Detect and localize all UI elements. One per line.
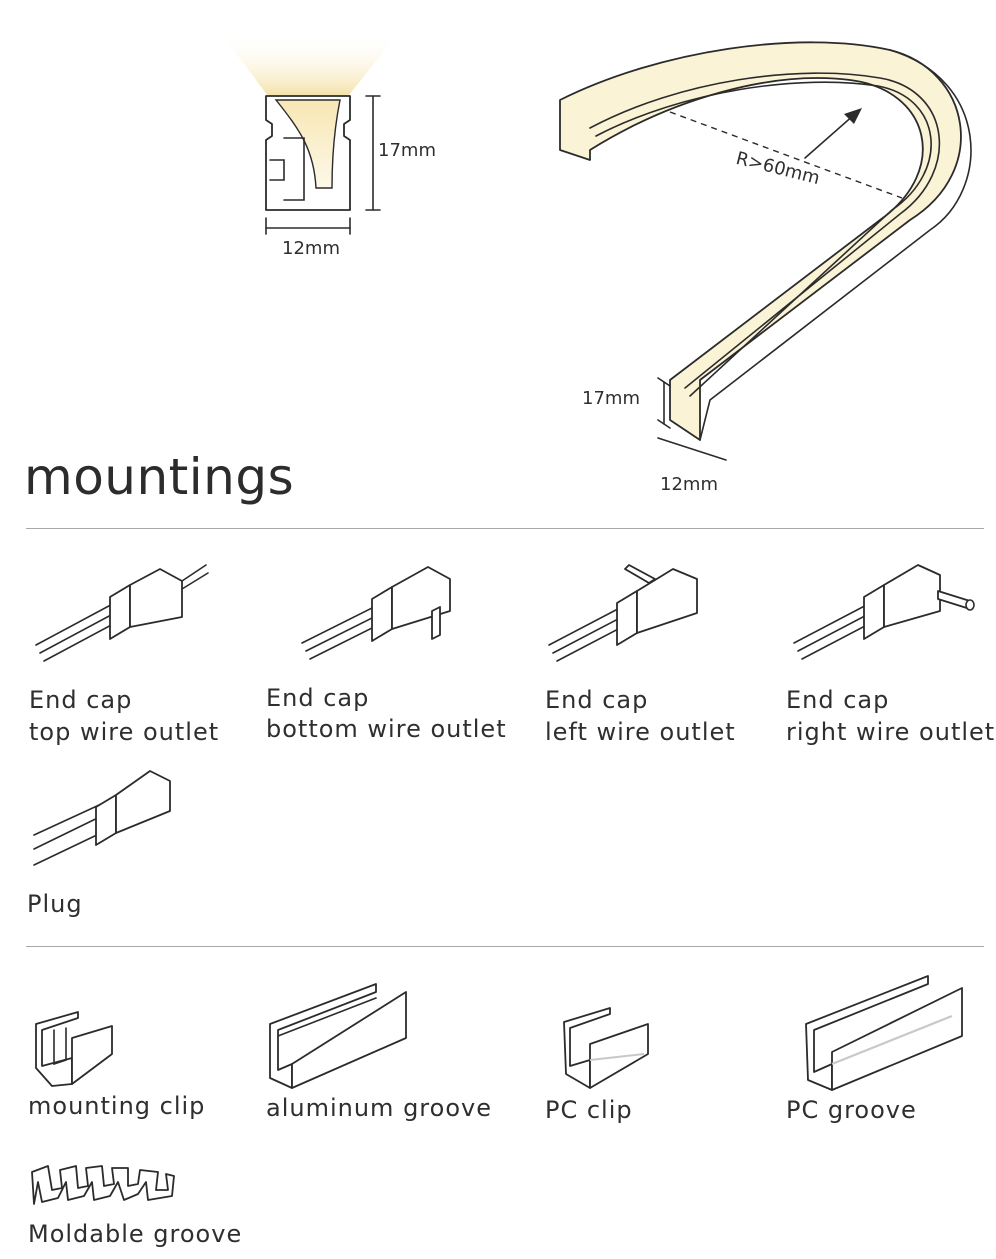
end-cap-bottom-line1: End cap xyxy=(266,684,370,712)
radius-line xyxy=(669,111,903,199)
end-cap-top-line2: top wire outlet xyxy=(29,718,220,746)
end-cap-right-line1: End cap xyxy=(786,686,890,714)
profile-height-label: 17mm xyxy=(378,140,436,161)
end-cap-left-line1: End cap xyxy=(545,686,649,714)
mounting-clip-icon xyxy=(35,1011,113,1087)
end-cap-left-line2: left wire outlet xyxy=(545,718,736,746)
section-title: mountings xyxy=(24,448,295,506)
bend-height-label: 17mm xyxy=(582,388,640,409)
end-cap-bottom-icon xyxy=(301,566,451,660)
plug-label: Plug xyxy=(27,890,83,918)
plug-icon xyxy=(33,770,171,866)
profile-light-channel xyxy=(274,99,341,189)
end-cap-right-line2: right wire outlet xyxy=(786,718,996,746)
end-cap-left-icon xyxy=(548,564,698,662)
pc-clip-label: PC clip xyxy=(545,1096,633,1124)
radius-arrow xyxy=(844,108,862,124)
end-cap-top-icon xyxy=(35,564,209,662)
moldable-groove-label: Moldable groove xyxy=(28,1220,243,1248)
moldable-groove-icon xyxy=(31,1165,175,1205)
aluminum-groove-label: aluminum groove xyxy=(266,1094,492,1122)
divider-top xyxy=(26,528,984,529)
end-cap-bottom-line2: bottom wire outlet xyxy=(266,715,507,743)
bend-strip-body xyxy=(559,41,962,441)
profile-drawing xyxy=(220,32,400,235)
bend-width-label: 12mm xyxy=(660,474,718,495)
profile-pcb xyxy=(269,137,305,201)
pc-groove-icon xyxy=(805,975,963,1091)
end-cap-right-icon xyxy=(793,564,975,660)
divider-bottom xyxy=(26,946,984,947)
light-cone xyxy=(220,32,400,96)
end-cap-top-line1: End cap xyxy=(29,686,133,714)
bend-drawing xyxy=(559,41,972,461)
mounting-clip-label: mounting clip xyxy=(28,1092,206,1120)
profile-width-label: 12mm xyxy=(282,238,340,259)
aluminum-groove-icon xyxy=(269,983,407,1089)
pc-groove-label: PC groove xyxy=(786,1096,917,1124)
pc-clip-icon xyxy=(563,1007,649,1089)
